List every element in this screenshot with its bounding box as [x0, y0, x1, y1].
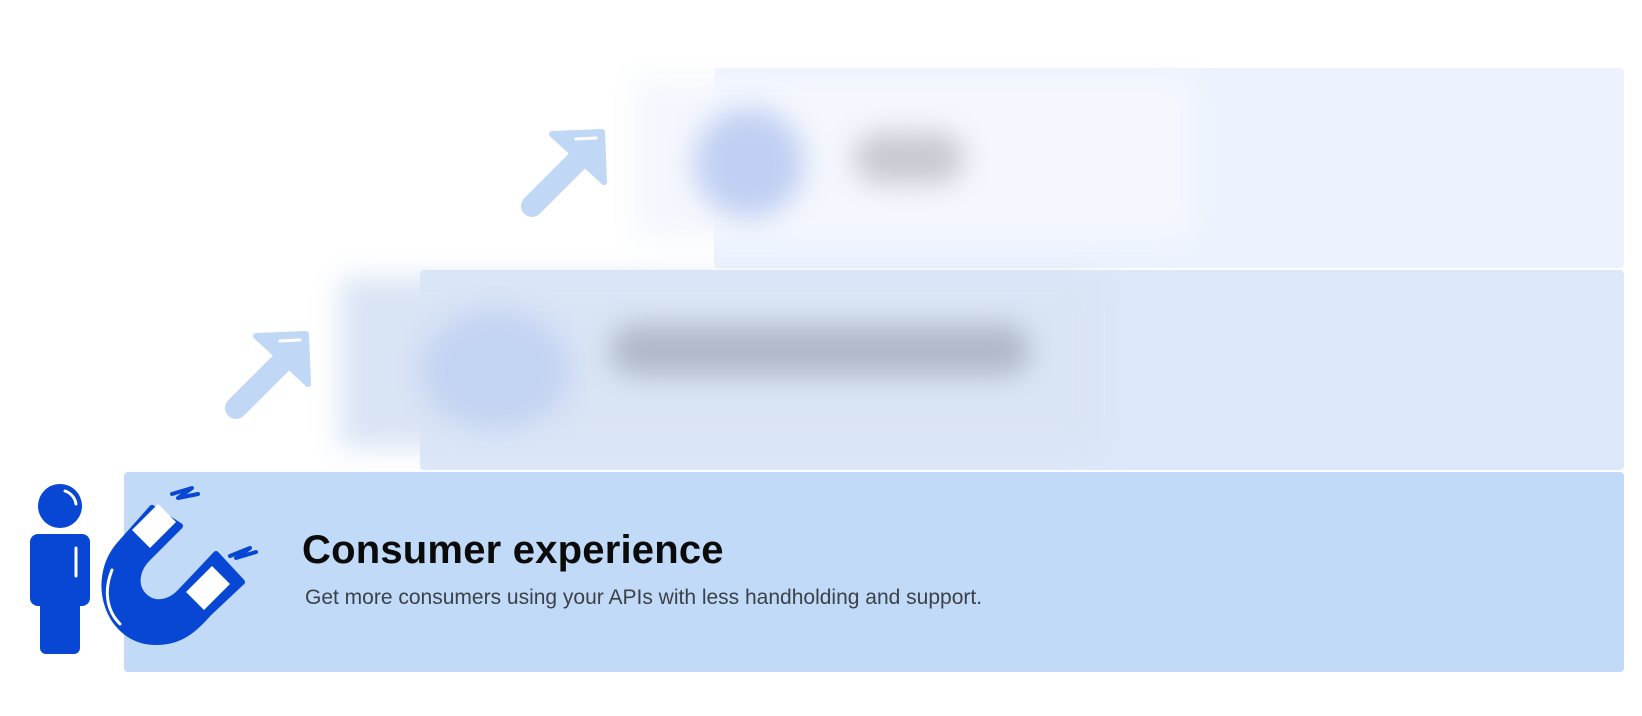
blurred-text	[610, 325, 1030, 375]
person-with-magnet-icon	[30, 484, 258, 654]
blurred-icon	[420, 310, 570, 430]
tier-description: Get more consumers using your APIs with …	[305, 586, 983, 609]
blurred-content	[340, 270, 1624, 470]
arrow-up-right-icon	[225, 331, 311, 419]
arrow-up-right-icon	[521, 129, 607, 217]
blurred-text	[854, 133, 964, 183]
blurred-content	[634, 68, 1624, 268]
magnet-icon	[101, 486, 258, 645]
tier-bottom-panel	[124, 472, 1624, 672]
tier-title: Consumer experience	[302, 528, 724, 572]
person-icon	[30, 484, 90, 654]
blurred-icon	[694, 108, 804, 218]
tier-top-panel	[634, 68, 1624, 268]
tier-middle-panel	[340, 270, 1624, 470]
